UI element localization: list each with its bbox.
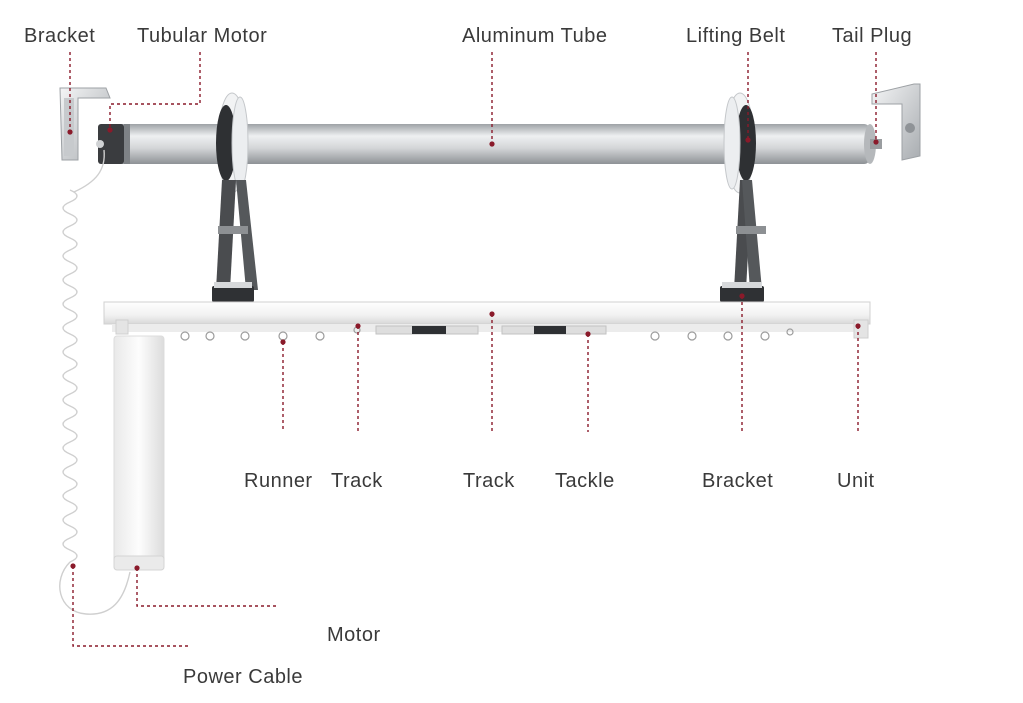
leader-dots	[67, 127, 879, 571]
label-power-cable: Power Cable	[183, 666, 303, 688]
left-spool	[216, 92, 249, 194]
tubular-motor-head	[96, 124, 130, 164]
label-runner: Runner	[244, 470, 313, 492]
label-tubular-motor: Tubular Motor	[137, 25, 267, 47]
label-lifting-belt: Lifting Belt	[686, 25, 785, 47]
label-unit: Unit	[837, 470, 875, 492]
motor-unit	[113, 335, 165, 571]
label-track: Track	[463, 470, 515, 492]
power-cable	[59, 149, 131, 615]
right-lifting-belt	[720, 180, 766, 302]
label-bracket-left: Bracket	[24, 25, 95, 47]
left-lifting-belt	[212, 180, 258, 302]
right-bracket-top	[871, 83, 921, 161]
label-tackle: Tackle	[555, 470, 615, 492]
label-tail-plug: Tail Plug	[832, 25, 912, 47]
curtain-track	[103, 301, 871, 339]
label-bracket-right: Bracket	[702, 470, 773, 492]
left-bracket	[59, 87, 111, 161]
label-motor: Motor	[327, 624, 381, 646]
leader-lines	[69, 52, 877, 647]
label-aluminum-tube: Aluminum Tube	[462, 25, 607, 47]
right-spool	[723, 92, 756, 194]
label-track-top: Track	[331, 470, 383, 492]
